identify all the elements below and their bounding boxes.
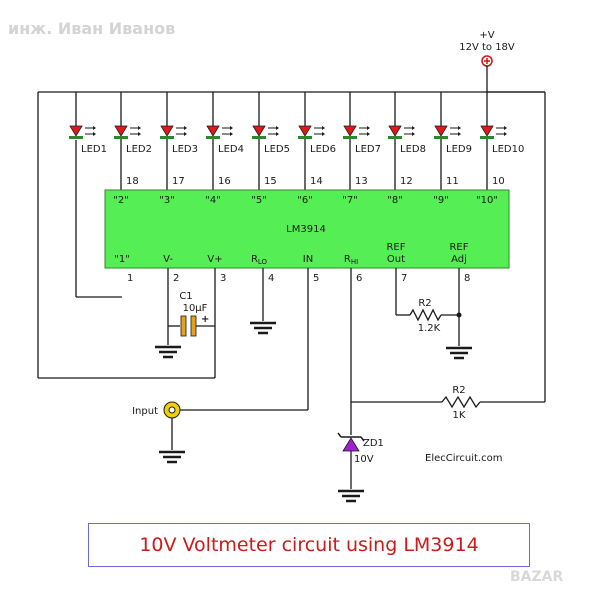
pin8-label-bottom: Adj xyxy=(451,254,467,265)
resistor-icon xyxy=(441,395,481,409)
pin8-label-top: REF xyxy=(449,242,468,253)
led-9: LED9 xyxy=(434,92,472,190)
pin7-label-top: REF xyxy=(386,242,405,253)
pin7-label-bottom: Out xyxy=(387,254,405,265)
led-label: LED6 xyxy=(310,144,336,155)
led-label: LED4 xyxy=(218,144,244,155)
zener-diode-icon xyxy=(337,432,365,452)
pin1-label: "1" xyxy=(114,254,130,265)
pin-label: "3" xyxy=(159,195,175,206)
led-6: LED6 xyxy=(298,92,336,190)
power-range: 12V to 18V xyxy=(459,42,515,53)
capacitor-c1-icon xyxy=(180,315,197,337)
pin-number: 5 xyxy=(313,273,319,284)
led-2: LED2 xyxy=(114,92,152,190)
led-3: LED3 xyxy=(160,92,198,190)
power-label: +V xyxy=(479,30,494,41)
led-label: LED10 xyxy=(492,144,524,155)
pin-number: 10 xyxy=(492,176,505,187)
ground-icon xyxy=(250,321,276,335)
pin-number: 13 xyxy=(355,176,368,187)
watermark-text: инж. Иван Иванов xyxy=(8,19,175,38)
c1-plus: + xyxy=(201,314,209,325)
led-array: LED1 LED2 LED3 LED4 LED5 LED6 LED7 LED8 LED9 LED1… xyxy=(69,92,524,190)
pin-number: 17 xyxy=(172,176,185,187)
led-label: LED2 xyxy=(126,144,152,155)
pin2-label: V- xyxy=(163,254,173,265)
led-label: LED7 xyxy=(355,144,381,155)
caption-text: 10V Voltmeter circuit using LM3914 xyxy=(139,534,479,556)
r2b-value: 1K xyxy=(453,410,466,421)
pin-number: 18 xyxy=(126,176,139,187)
chip-top-pins: 18 "2" 17 "3" 16 "4" 15 "5" 14 "6" 13 "7" 12 "8" 11 "9"… xyxy=(113,176,505,206)
c1-value: 10µF xyxy=(183,303,208,314)
brand-mark: BAZAR xyxy=(510,569,563,585)
pin-label: "6" xyxy=(297,195,313,206)
pin-label: "5" xyxy=(251,195,267,206)
pin-number: 4 xyxy=(268,273,274,284)
led-label: LED8 xyxy=(400,144,426,155)
ground-icon xyxy=(155,345,181,359)
caption-box: 10V Voltmeter circuit using LM3914 xyxy=(88,523,530,567)
chip-bottom-pins: 1 2 3 4 5 6 7 8 xyxy=(127,273,470,284)
led-5: LED5 xyxy=(252,92,290,190)
pin-number: 14 xyxy=(310,176,323,187)
led-7: LED7 xyxy=(343,92,381,190)
pin4-label: RLO xyxy=(251,254,268,266)
pin-label: "8" xyxy=(387,195,403,206)
pin-number: 12 xyxy=(400,176,413,187)
input-jack-icon xyxy=(163,401,181,419)
pin-number: 15 xyxy=(264,176,277,187)
pin-number: 2 xyxy=(173,273,179,284)
pin-number: 3 xyxy=(220,273,226,284)
led-4: LED4 xyxy=(206,92,244,190)
site-label: ElecCircuit.com xyxy=(425,453,502,464)
pin-label: "10" xyxy=(476,195,498,206)
zd1-name: ZD1 xyxy=(363,438,384,449)
pin3-label: V+ xyxy=(207,254,222,265)
pin-label: "9" xyxy=(433,195,449,206)
led-label: LED9 xyxy=(446,144,472,155)
ground-icon xyxy=(159,450,185,464)
led-label: LED3 xyxy=(172,144,198,155)
r2a-name: R2 xyxy=(418,298,431,309)
pin-number: 7 xyxy=(401,273,407,284)
led-label: LED5 xyxy=(264,144,290,155)
pin5-label: IN xyxy=(303,254,313,265)
pin-number: 6 xyxy=(356,273,362,284)
pin-number: 11 xyxy=(446,176,459,187)
led-label: LED1 xyxy=(81,144,107,155)
c1-name: C1 xyxy=(179,291,192,302)
pin6-label: RHI xyxy=(344,254,358,266)
ground-icon xyxy=(446,346,472,360)
r2a-value: 1.2K xyxy=(418,323,441,334)
zd1-value: 10V xyxy=(354,454,374,465)
chip-name: LM3914 xyxy=(286,224,326,235)
pin-label: "2" xyxy=(113,195,129,206)
resistor-icon xyxy=(409,308,442,322)
input-label: Input xyxy=(132,406,158,417)
led-10: LED10 xyxy=(480,92,524,190)
led-8: LED8 xyxy=(388,92,426,190)
led-1: LED1 xyxy=(69,92,107,155)
pin-number: 8 xyxy=(464,273,470,284)
pin-label: "4" xyxy=(205,195,221,206)
lm3914-chip xyxy=(104,189,510,269)
pin-label: "7" xyxy=(342,195,358,206)
r2b-name: R2 xyxy=(452,385,465,396)
pin-number: 1 xyxy=(127,273,133,284)
pin-number: 16 xyxy=(218,176,231,187)
power-terminal-icon xyxy=(481,55,493,67)
ground-icon xyxy=(338,489,364,503)
